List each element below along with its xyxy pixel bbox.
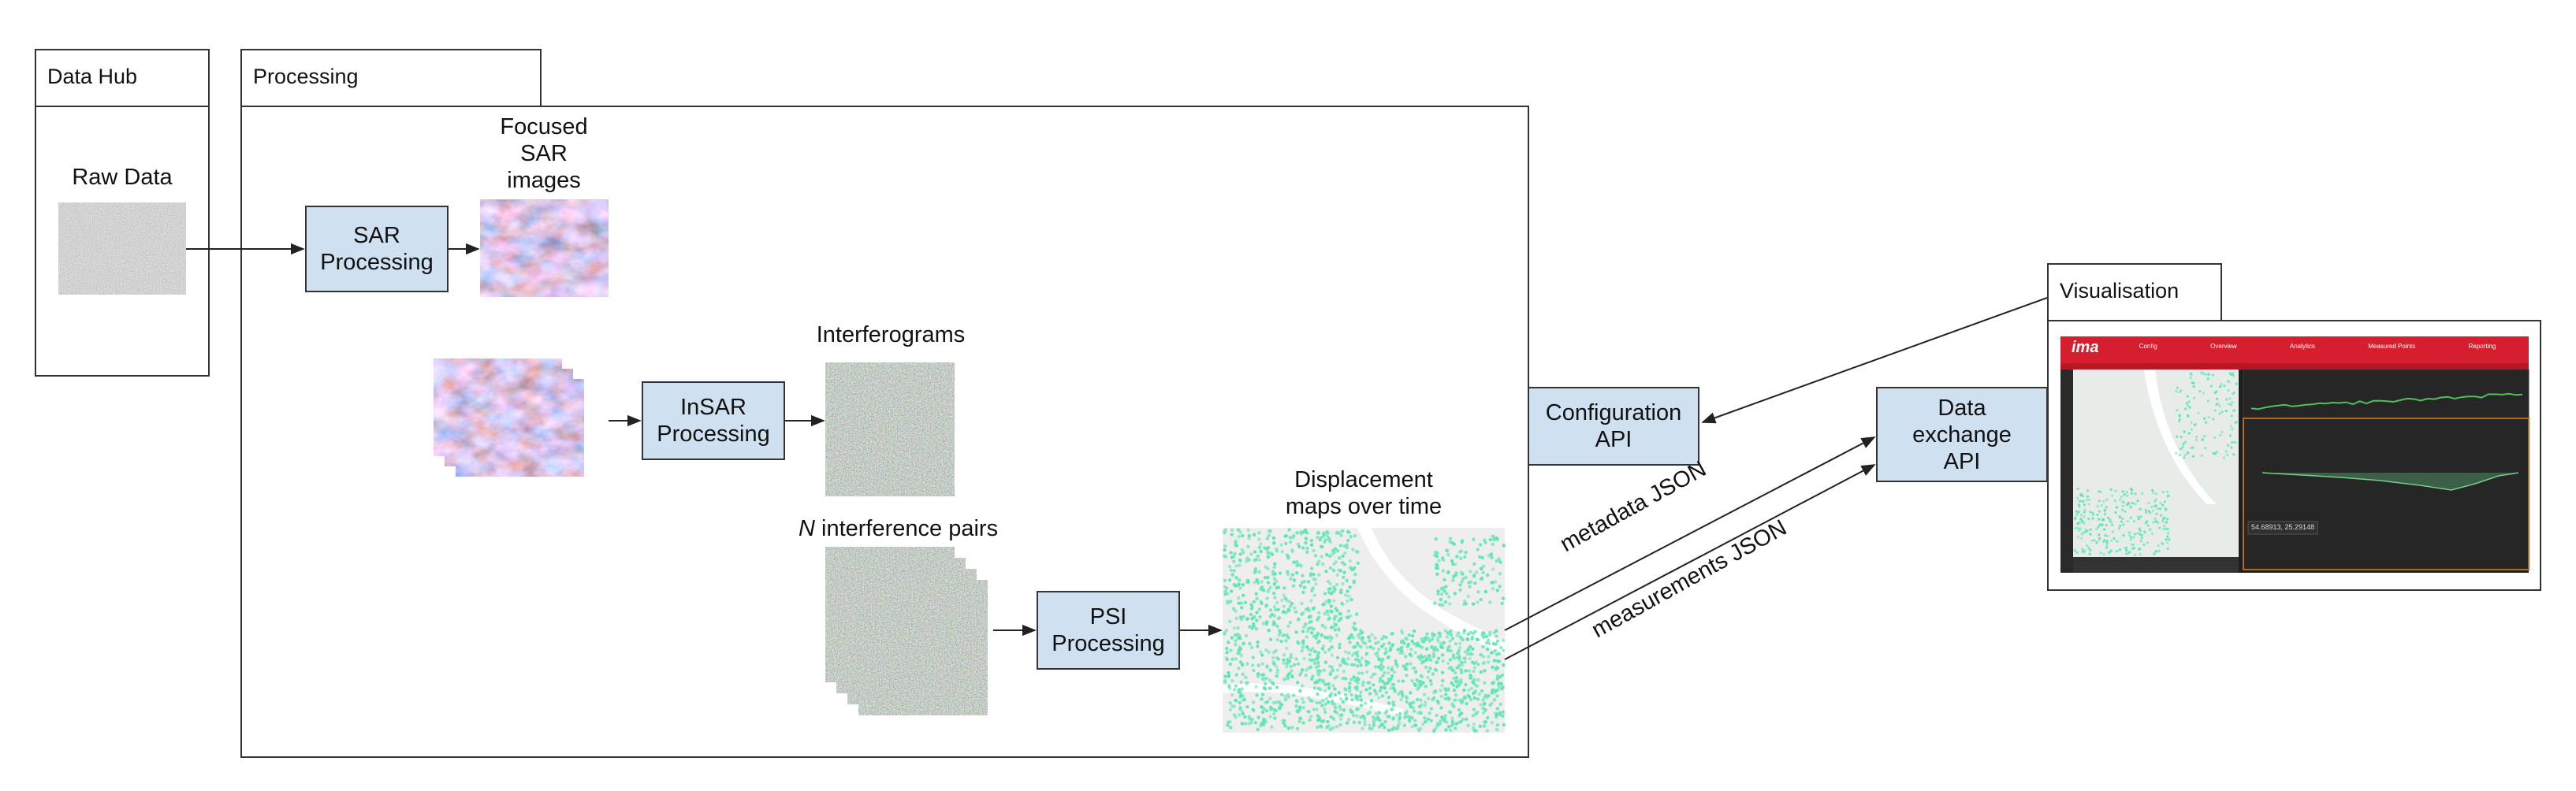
interferogram-stack [825, 546, 988, 716]
nav-reporting[interactable]: Reporting [2468, 343, 2496, 350]
processing-title: Processing [253, 65, 359, 88]
connectors [186, 243, 2048, 660]
displacement-maps-label: Displacement maps over time [1285, 467, 1442, 519]
data-hub-tab: Data Hub [35, 49, 210, 107]
dashboard-screenshot [2060, 336, 2529, 573]
dashboard-readout: 54.68913, 25.29148 [2251, 523, 2315, 531]
nav-overview[interactable]: Overview [2210, 343, 2237, 350]
raw-data-label: Raw Data [72, 165, 173, 190]
visualisation-tab: Visualisation [2047, 263, 2222, 321]
raw-data-image [58, 202, 186, 295]
sar-image-stack [433, 358, 585, 477]
visualisation-panel [2047, 320, 2541, 591]
data-hub-title: Data Hub [47, 65, 138, 88]
visualisation-title: Visualisation [2060, 279, 2180, 303]
displacement-map-image [1222, 528, 1506, 733]
interferograms-label: Interferograms [816, 322, 966, 347]
focused-sar-images-label: Focused SAR images [500, 114, 588, 193]
interference-pairs-label: N interference pairs [798, 516, 999, 541]
n-variable: N [798, 516, 815, 541]
interferogram-image [825, 362, 955, 496]
nav-config[interactable]: Config [2139, 343, 2157, 350]
dashboard-nav: Config Overview Analytics Measured Point… [2113, 343, 2522, 350]
nav-measured-points[interactable]: Measured Points [2368, 343, 2416, 350]
data-hub-panel [35, 106, 210, 377]
focused-sar-image [480, 199, 609, 297]
dashboard-logo: ima [2072, 339, 2099, 356]
nav-analytics[interactable]: Analytics [2289, 343, 2315, 350]
